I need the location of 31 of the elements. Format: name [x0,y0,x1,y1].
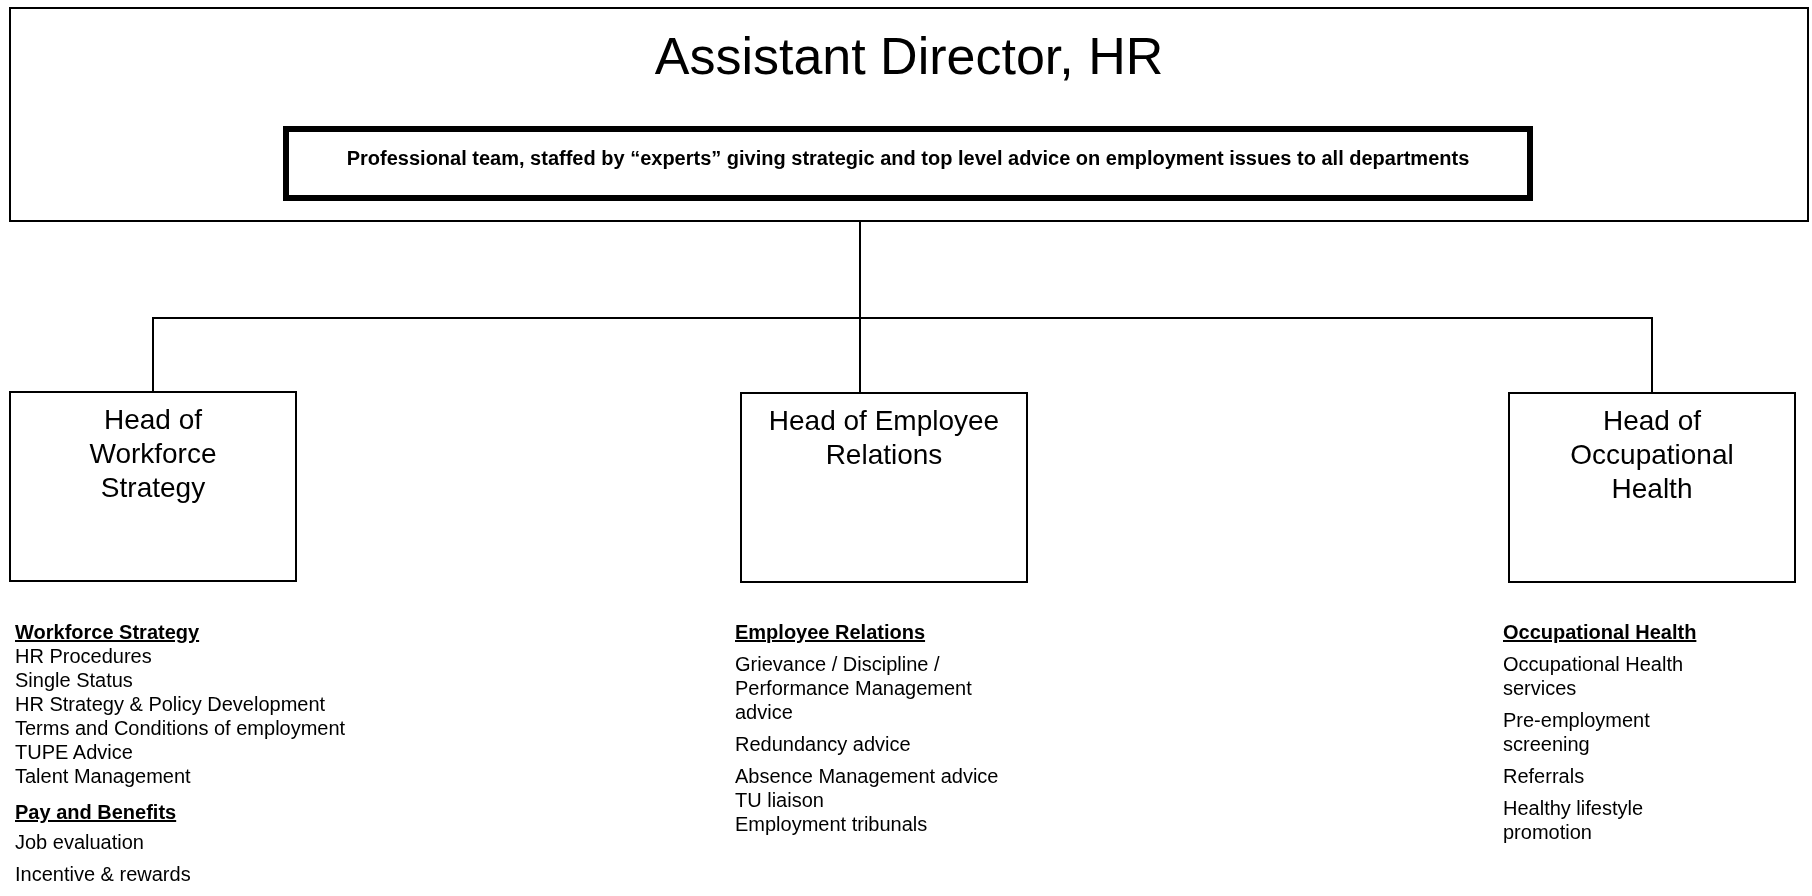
position-title: Head of Workforce Strategy [88,403,218,505]
duty-item: Occupational Health services [1503,652,1685,700]
section-heading: Occupational Health [1503,620,1697,644]
section-heading: Pay and Benefits [15,800,177,824]
section-heading: Workforce Strategy [15,620,200,644]
duty-item: Single Status [15,668,133,692]
position-title: Head of Occupational Health [1569,404,1735,506]
duty-item: Grievance / Discipline / Performance Management advice [735,652,973,724]
duty-item: Incentive & rewards [15,862,191,886]
duty-item: TUPE Advice [15,740,133,764]
description-text: Professional team, staffed by “experts” giving strategic and top level advice on employment issues to all departments [345,146,1471,170]
position-box [9,391,297,582]
duty-item: Employment tribunals [735,812,928,836]
duty-item: Job evaluation [15,830,144,854]
position-title: Assistant Director, HR [653,26,1165,87]
position-title: Head of Employee Relations [768,404,1000,472]
duty-item: Talent Management [15,764,191,788]
duty-item: Redundancy advice [735,732,911,756]
position-box [740,392,1028,583]
section-heading: Employee Relations [735,620,926,644]
duty-item: TU liaison [735,788,824,812]
duty-item: Referrals [1503,764,1585,788]
position-box [9,7,1809,222]
duty-item: HR Procedures [15,644,152,668]
duty-item: HR Strategy & Policy Development [15,692,326,716]
duty-item: Terms and Conditions of employment [15,716,346,740]
duty-item: Absence Management advice [735,764,999,788]
description-box [283,126,1533,201]
duty-item: Healthy lifestyle promotion [1503,796,1645,844]
duty-item: Pre-employment screening [1503,708,1651,756]
position-box [1508,392,1796,583]
